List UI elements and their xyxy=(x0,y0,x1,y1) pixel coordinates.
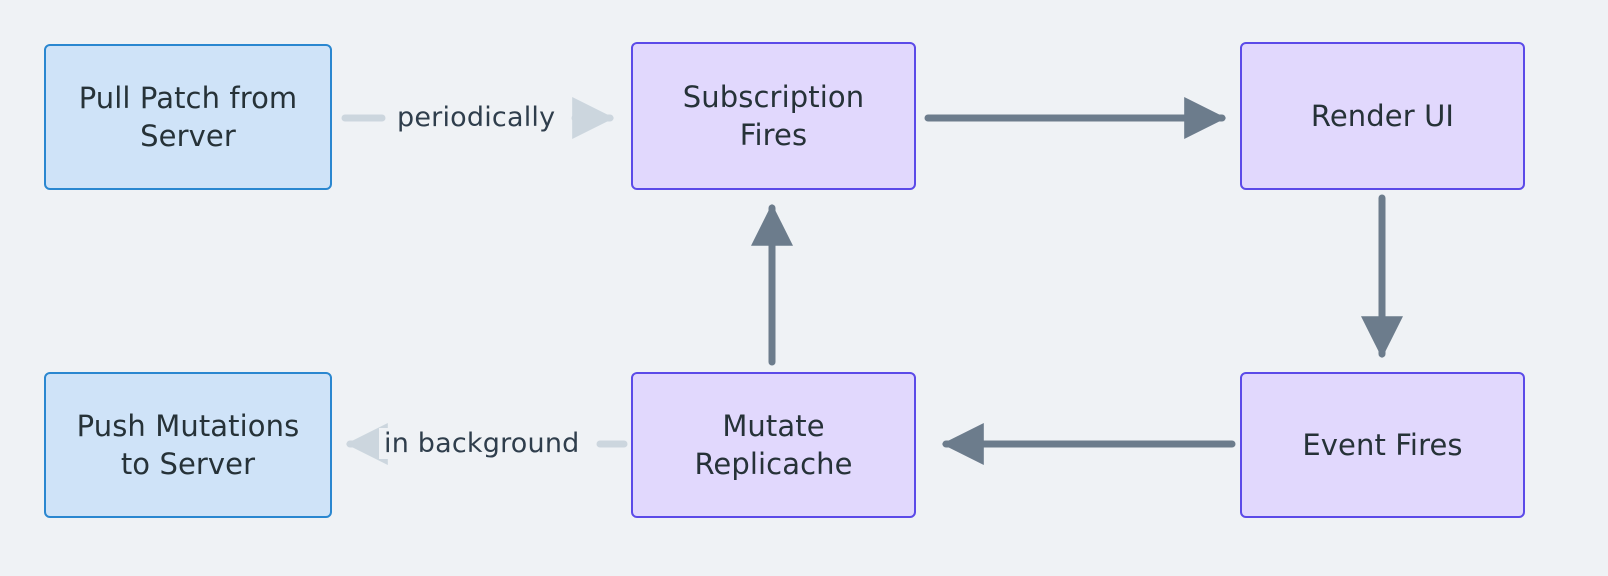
node-label: Mutate Replicache xyxy=(694,408,853,481)
node-push-mutations-to-server[interactable]: Push Mutations to Server xyxy=(44,372,332,518)
node-label: Pull Patch from Server xyxy=(78,80,298,153)
node-label: Event Fires xyxy=(1302,427,1463,462)
edge-label-in-background: in background xyxy=(379,428,585,459)
node-render-ui[interactable]: Render UI xyxy=(1240,42,1525,190)
node-label: Render UI xyxy=(1310,98,1455,133)
node-label: Subscription Fires xyxy=(682,79,865,152)
node-event-fires[interactable]: Event Fires xyxy=(1240,372,1525,518)
node-pull-patch-from-server[interactable]: Pull Patch from Server xyxy=(44,44,332,190)
edge-label-periodically: periodically xyxy=(392,102,561,133)
node-label: Push Mutations to Server xyxy=(76,408,300,481)
node-subscription-fires[interactable]: Subscription Fires xyxy=(631,42,916,190)
node-mutate-replicache[interactable]: Mutate Replicache xyxy=(631,372,916,518)
